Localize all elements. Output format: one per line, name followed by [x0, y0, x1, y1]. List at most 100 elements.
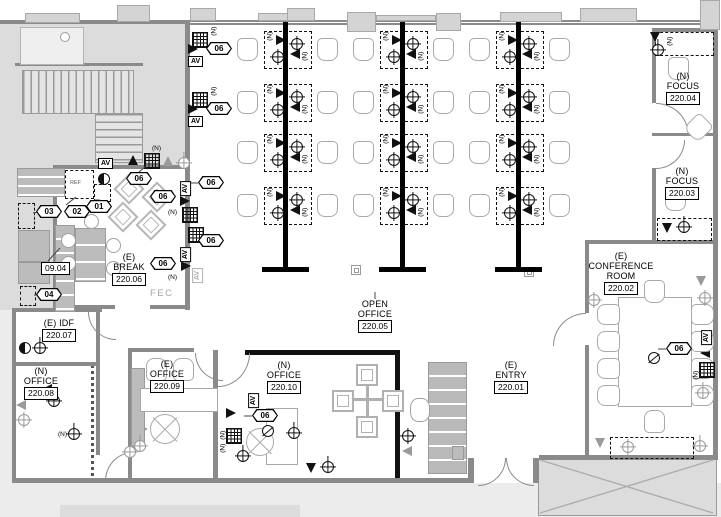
- facade-panel: [25, 13, 80, 23]
- room-label-office-209: (E) OFFICE 220.09: [145, 359, 189, 393]
- keynote-item-box: [94, 184, 111, 202]
- power-outlet-icon: [523, 38, 535, 50]
- av-tag: AV: [192, 267, 204, 284]
- data-outlet-icon: [522, 205, 532, 215]
- keynote-tag-02: 02: [64, 205, 90, 218]
- door-arc: [478, 458, 506, 486]
- new-tag: (N): [301, 51, 309, 61]
- new-tag: (N): [533, 104, 541, 114]
- power-outlet-icon: [322, 461, 334, 473]
- data-outlet-icon: [392, 35, 402, 45]
- new-tag: (N): [301, 154, 309, 164]
- break-chair: [61, 233, 76, 248]
- power-pole-foot: [379, 267, 426, 272]
- wall: [652, 168, 656, 240]
- task-chair: [433, 141, 454, 164]
- wall: [0, 20, 188, 24]
- new-wall: [91, 365, 94, 478]
- wall: [533, 458, 539, 483]
- power-outlet-icon: [291, 141, 303, 153]
- keynote-tag-06: 06: [666, 342, 692, 355]
- wall: [468, 458, 474, 483]
- data-outlet-icon: [163, 156, 173, 166]
- facade-panel: [258, 13, 288, 21]
- new-tag: (N): [210, 26, 218, 36]
- data-outlet-icon: [406, 49, 416, 59]
- data-outlet-icon: [508, 35, 518, 45]
- meeting-chair: [332, 390, 354, 412]
- power-pole-foot: [495, 267, 542, 272]
- new-tag: (N): [382, 134, 390, 144]
- new-tag: (N): [533, 51, 541, 61]
- new-tag: (N): [417, 154, 425, 164]
- stair-lobby: [20, 27, 84, 65]
- data-outlet-icon: [181, 261, 191, 271]
- facade-panel: [580, 8, 637, 22]
- new-tag: (N): [417, 207, 425, 217]
- floor-box-icon: [182, 207, 198, 223]
- wall: [539, 455, 718, 460]
- av-tag: AV: [98, 158, 114, 169]
- lounge-chair: [107, 201, 139, 233]
- floor-outlet-icon: [262, 425, 274, 437]
- room-number: 220.07: [42, 329, 76, 342]
- task-chair: [549, 38, 570, 61]
- floor-box-icon: [351, 265, 361, 275]
- stair-run: [22, 70, 134, 114]
- power-outlet-icon: [407, 194, 419, 206]
- power-outlet-icon: [694, 440, 706, 452]
- power-outlet-icon: [272, 104, 284, 116]
- power-outlet-icon: [407, 141, 419, 153]
- conference-chair: [597, 331, 620, 352]
- data-outlet-icon: [508, 138, 518, 148]
- task-chair: [433, 194, 454, 217]
- new-tag: (N): [301, 104, 309, 114]
- break-chair: [84, 214, 99, 229]
- power-outlet-icon: [523, 91, 535, 103]
- new-tag: (N): [692, 370, 700, 380]
- power-outlet-icon: [18, 414, 30, 426]
- wall: [12, 310, 16, 482]
- task-chair: [549, 141, 570, 164]
- room-number: 220.04: [666, 92, 700, 105]
- data-outlet-icon: [290, 152, 300, 162]
- power-outlet-icon: [652, 44, 664, 56]
- data-outlet-icon: [306, 463, 316, 473]
- data-outlet-icon: [290, 205, 300, 215]
- power-outlet-icon: [272, 207, 284, 219]
- power-outlet-icon: [678, 221, 690, 233]
- workstation-cluster: [264, 31, 312, 69]
- room-title: (N) FOCUS: [666, 71, 700, 92]
- wall: [12, 478, 470, 483]
- task-chair: [549, 194, 570, 217]
- wall: [585, 240, 718, 244]
- door-arc: [88, 312, 116, 340]
- door-arc: [656, 103, 689, 136]
- task-chair: [317, 141, 338, 164]
- av-tag: AV: [180, 246, 192, 263]
- cabinet: [452, 446, 464, 460]
- data-outlet-icon: [188, 104, 198, 114]
- data-outlet-icon: [180, 196, 190, 206]
- task-chair: [433, 91, 454, 114]
- workstation-cluster: [264, 187, 312, 225]
- wall: [652, 30, 656, 103]
- keynote-tag-06: 06: [252, 409, 278, 422]
- task-chair: [317, 91, 338, 114]
- task-chair: [353, 91, 374, 114]
- new-tag: (N): [417, 51, 425, 61]
- room-title: OPEN OFFICE: [357, 299, 393, 320]
- room-title: (E) ENTRY: [495, 360, 527, 381]
- room-title: (E) BREAK: [113, 252, 145, 273]
- room-number: 220.02: [604, 282, 638, 295]
- power-outlet-icon: [68, 428, 80, 440]
- data-outlet-icon: [276, 138, 286, 148]
- power-outlet-icon: [523, 141, 535, 153]
- data-outlet-icon: [595, 438, 605, 448]
- elevator-shaft: [538, 458, 717, 516]
- wall: [713, 28, 718, 460]
- power-outlet-icon: [407, 38, 419, 50]
- wall: [585, 345, 589, 460]
- data-outlet-icon: [290, 102, 300, 112]
- data-outlet-icon: [696, 276, 706, 286]
